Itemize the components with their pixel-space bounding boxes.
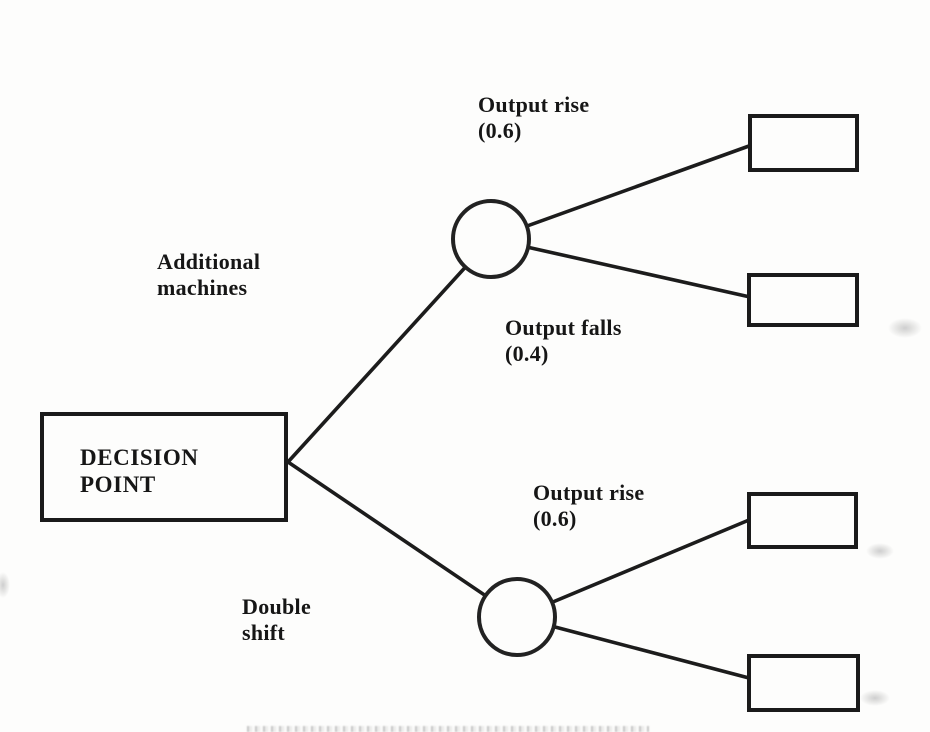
branch-label-line1: Additional bbox=[157, 249, 261, 274]
outcome-label-top-rise: Output rise (0.6) bbox=[478, 92, 589, 144]
terminal-box-2 bbox=[747, 273, 859, 327]
edge-decision-to-bottom-chance bbox=[286, 460, 519, 619]
scan-smudge bbox=[866, 543, 894, 559]
branch-label-line2: machines bbox=[157, 275, 248, 300]
outcome-probability: (0.6) bbox=[478, 118, 522, 143]
scan-smudge bbox=[860, 690, 890, 706]
terminal-box-3 bbox=[747, 492, 858, 549]
branch-label-line2: shift bbox=[242, 620, 286, 645]
edge-bottom-chance-to-box3 bbox=[515, 518, 751, 619]
terminal-box-4 bbox=[747, 654, 860, 712]
branch-label-double-shift: Double shift bbox=[242, 594, 311, 646]
branch-label-line1: Double bbox=[242, 594, 312, 619]
cropped-caption-strip bbox=[247, 726, 649, 732]
chance-node-double-shift bbox=[477, 577, 557, 657]
chance-node-additional-machines bbox=[451, 199, 531, 279]
branch-label-additional-machines: Additional machines bbox=[157, 249, 260, 301]
scan-smudge bbox=[0, 572, 10, 598]
edge-top-chance-to-box2 bbox=[489, 237, 752, 299]
outcome-label-bottom-rise: Output rise (0.6) bbox=[533, 480, 644, 532]
outcome-probability: (0.6) bbox=[533, 506, 577, 531]
decision-label-line2: POINT bbox=[80, 472, 156, 497]
outcome-label-top-falls: Output falls (0.4) bbox=[505, 315, 622, 367]
decision-label-line1: DECISION bbox=[80, 445, 199, 470]
terminal-box-1 bbox=[748, 114, 859, 172]
outcome-name: Output falls bbox=[505, 315, 622, 340]
outcome-name: Output rise bbox=[478, 92, 590, 117]
outcome-name: Output rise bbox=[533, 480, 645, 505]
decision-point-label: DECISION POINT bbox=[80, 444, 199, 498]
edge-decision-to-top-chance bbox=[286, 237, 493, 464]
decision-point-node: DECISION POINT bbox=[40, 412, 288, 522]
edge-top-chance-to-box1 bbox=[489, 144, 751, 241]
scan-smudge bbox=[888, 318, 922, 338]
outcome-probability: (0.4) bbox=[505, 341, 549, 366]
